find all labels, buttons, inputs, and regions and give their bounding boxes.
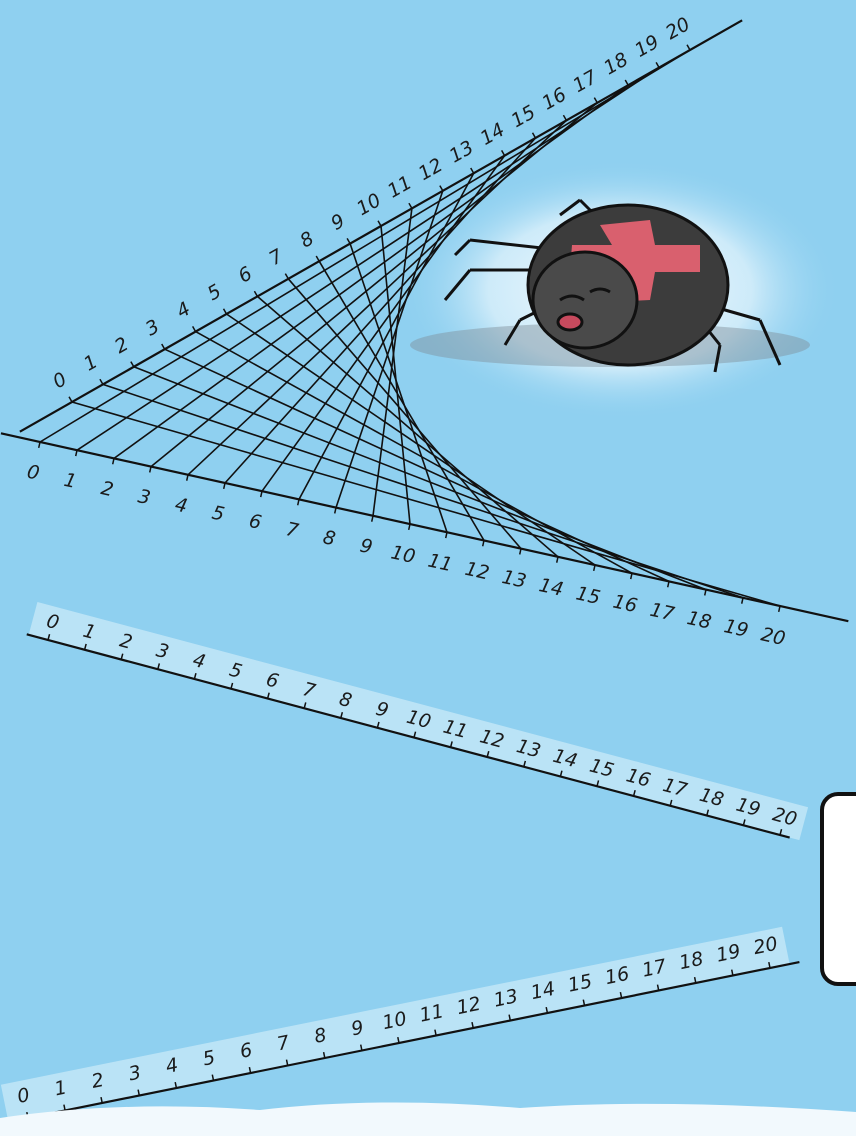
bottom-scale-label: 16 [603,963,631,989]
upper-scale-label: 19 [631,31,663,62]
lower-scale-label: 5 [210,502,227,526]
upper-scale-label: 3 [142,315,163,340]
upper-scale-tick [131,362,134,367]
upper-scale-label: 7 [265,245,286,270]
upper-scale-tick [69,397,72,402]
upper-scale-tick [409,203,412,208]
lower-scale-label: 15 [574,582,602,609]
lower-scale-label: 1 [62,469,79,493]
lower-scale-label: 8 [321,526,338,550]
lower-scale-label: 3 [136,485,153,509]
lower-scale-label: 19 [722,615,750,642]
upper-scale-label: 9 [327,210,348,235]
upper-scale-label: 16 [538,84,570,115]
lower-scale-label: 2 [99,477,116,501]
lower-scale-label: 18 [685,607,713,634]
bottom-scale-label: 14 [529,978,557,1004]
bottom-scale-label: 17 [640,955,668,981]
lower-scale-axis [1,433,848,621]
upper-scale-label: 18 [600,48,632,79]
upper-scale-label: 0 [49,368,70,393]
lower-scale-label: 14 [537,574,565,601]
upper-scale-tick [656,62,659,67]
lower-scale-label: 4 [173,493,190,517]
lower-scale-label: 13 [500,566,528,593]
upper-scale-label: 8 [296,227,317,252]
upper-scale-tick [502,150,505,155]
bottom-scale-label: 19 [714,940,742,966]
lower-scale-label: 7 [284,518,301,542]
upper-scale-tick [471,168,474,173]
answer-box [820,792,856,986]
upper-scale-tick [162,344,165,349]
lower-scale-label: 6 [247,510,264,534]
upper-scale-tick [316,256,319,261]
bottom-scale-label: 18 [677,948,705,974]
snow-ground [0,1090,856,1136]
upper-scale-label: 13 [446,136,478,167]
upper-scale-tick [224,309,227,314]
bottom-scale-label: 15 [566,970,594,996]
upper-scale-label: 1 [80,351,101,376]
upper-scale-tick [625,80,628,85]
lower-scale-label: 9 [358,534,375,558]
upper-scale-label: 20 [662,13,694,44]
upper-scale-tick [285,274,288,279]
upper-scale-tick [378,221,381,226]
lower-scale-label: 20 [759,623,787,650]
bottom-scale-label: 10 [381,1008,409,1034]
lower-scale-label: 17 [648,599,676,626]
upper-scale-label: 12 [415,154,447,185]
upper-scale-label: 17 [569,66,601,97]
upper-scale-label: 15 [507,101,539,132]
upper-scale-tick [347,238,350,243]
upper-scale-tick [563,115,566,120]
bottom-scale-label: 11 [418,1000,446,1026]
upper-scale-label: 4 [173,298,194,323]
upper-scale-label: 5 [204,280,225,305]
upper-scale-label: 10 [353,189,385,220]
upper-scale-tick [100,379,103,384]
bottom-scale-label: 13 [492,985,520,1011]
upper-scale-tick [594,98,597,103]
lower-scale-label: 11 [426,550,454,577]
upper-scale-tick [533,133,536,138]
lower-scale-label: 12 [463,558,491,585]
upper-scale-tick [193,326,196,331]
lower-scale-label: 16 [611,591,639,618]
upper-scale-tick [440,186,443,191]
lower-scale-label: 0 [25,461,42,485]
middle-scale-axis [27,634,790,837]
lower-scale-label: 10 [389,541,417,568]
upper-scale-label: 11 [384,172,416,203]
upper-scale-label: 2 [111,333,132,358]
bottom-scale-label: 20 [752,933,780,959]
upper-scale-label: 14 [477,119,509,150]
bottom-scale-label: 12 [455,993,483,1019]
upper-scale-tick [254,291,257,296]
upper-scale-label: 6 [235,263,256,288]
upper-scale-tick [687,45,690,50]
